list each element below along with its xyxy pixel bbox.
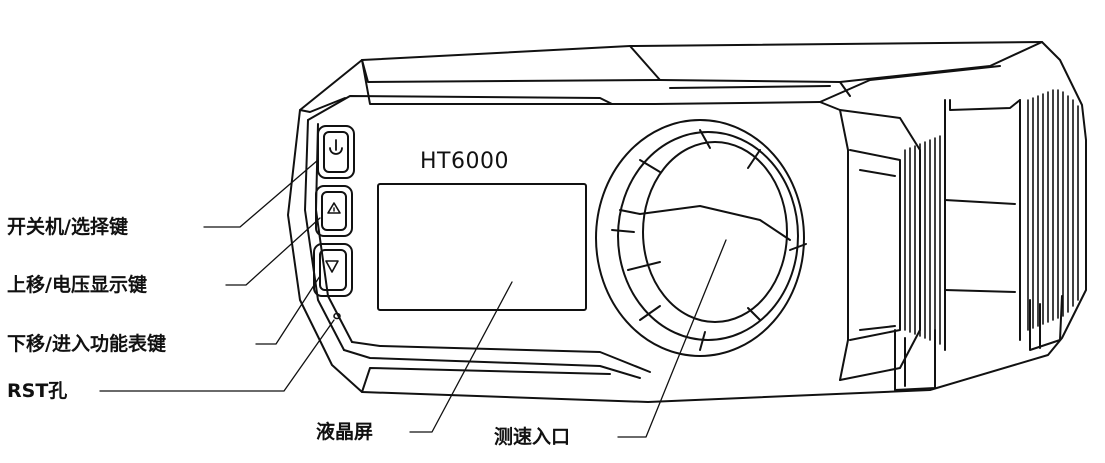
- rst-hole: [333, 312, 341, 320]
- top-edge: [361, 59, 851, 97]
- leader-lines: [99, 159, 727, 438]
- side-vent-right: [1027, 89, 1079, 331]
- speed-inlet-label: 测速入口: [494, 426, 571, 448]
- up-triangle-icon: [327, 202, 341, 214]
- side-vent-left: [904, 135, 941, 345]
- speed-inlet-outer: [595, 119, 805, 357]
- power-icon: [329, 147, 343, 155]
- model-label: HT6000: [420, 149, 509, 174]
- body-outline: [287, 41, 1087, 403]
- foot: [1029, 295, 1063, 351]
- rst-hole-label: RST孔: [7, 380, 68, 402]
- front-face: [307, 95, 613, 121]
- down-menu-key-label: 下移/进入功能表键: [7, 333, 166, 355]
- down-triangle-icon: [325, 260, 339, 273]
- up-button: [315, 185, 353, 237]
- power-select-key-label: 开关机/选择键: [7, 216, 128, 238]
- down-button: [313, 243, 353, 297]
- power-button: [317, 125, 355, 179]
- foot: [894, 329, 936, 391]
- up-voltage-key-label: 上移/电压显示键: [7, 274, 147, 296]
- lcd-screen-label: 液晶屏: [316, 421, 374, 443]
- lcd-screen: [377, 183, 587, 311]
